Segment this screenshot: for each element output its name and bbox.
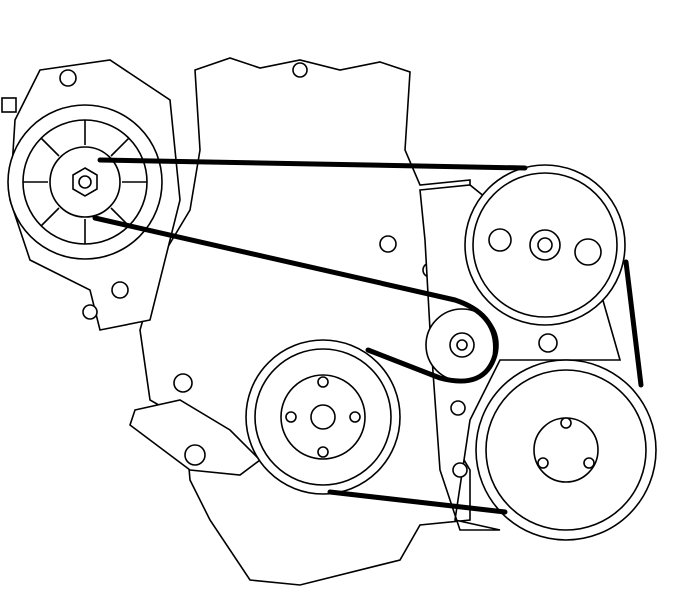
crankshaft-pulley — [475, 359, 657, 541]
alternator — [1, 59, 181, 331]
bolt — [452, 462, 468, 478]
bolt — [450, 400, 466, 416]
power-steering-pulley — [464, 164, 626, 326]
bolt — [173, 373, 193, 393]
bolt — [292, 62, 308, 78]
hose-fitting — [129, 399, 262, 476]
engine-block — [139, 57, 471, 586]
idler-pulley — [425, 308, 499, 382]
water-pump-pulley — [245, 339, 401, 495]
bolt — [184, 444, 206, 466]
bolt — [538, 333, 558, 353]
bolt — [379, 235, 397, 253]
drive-belt — [92, 157, 644, 515]
